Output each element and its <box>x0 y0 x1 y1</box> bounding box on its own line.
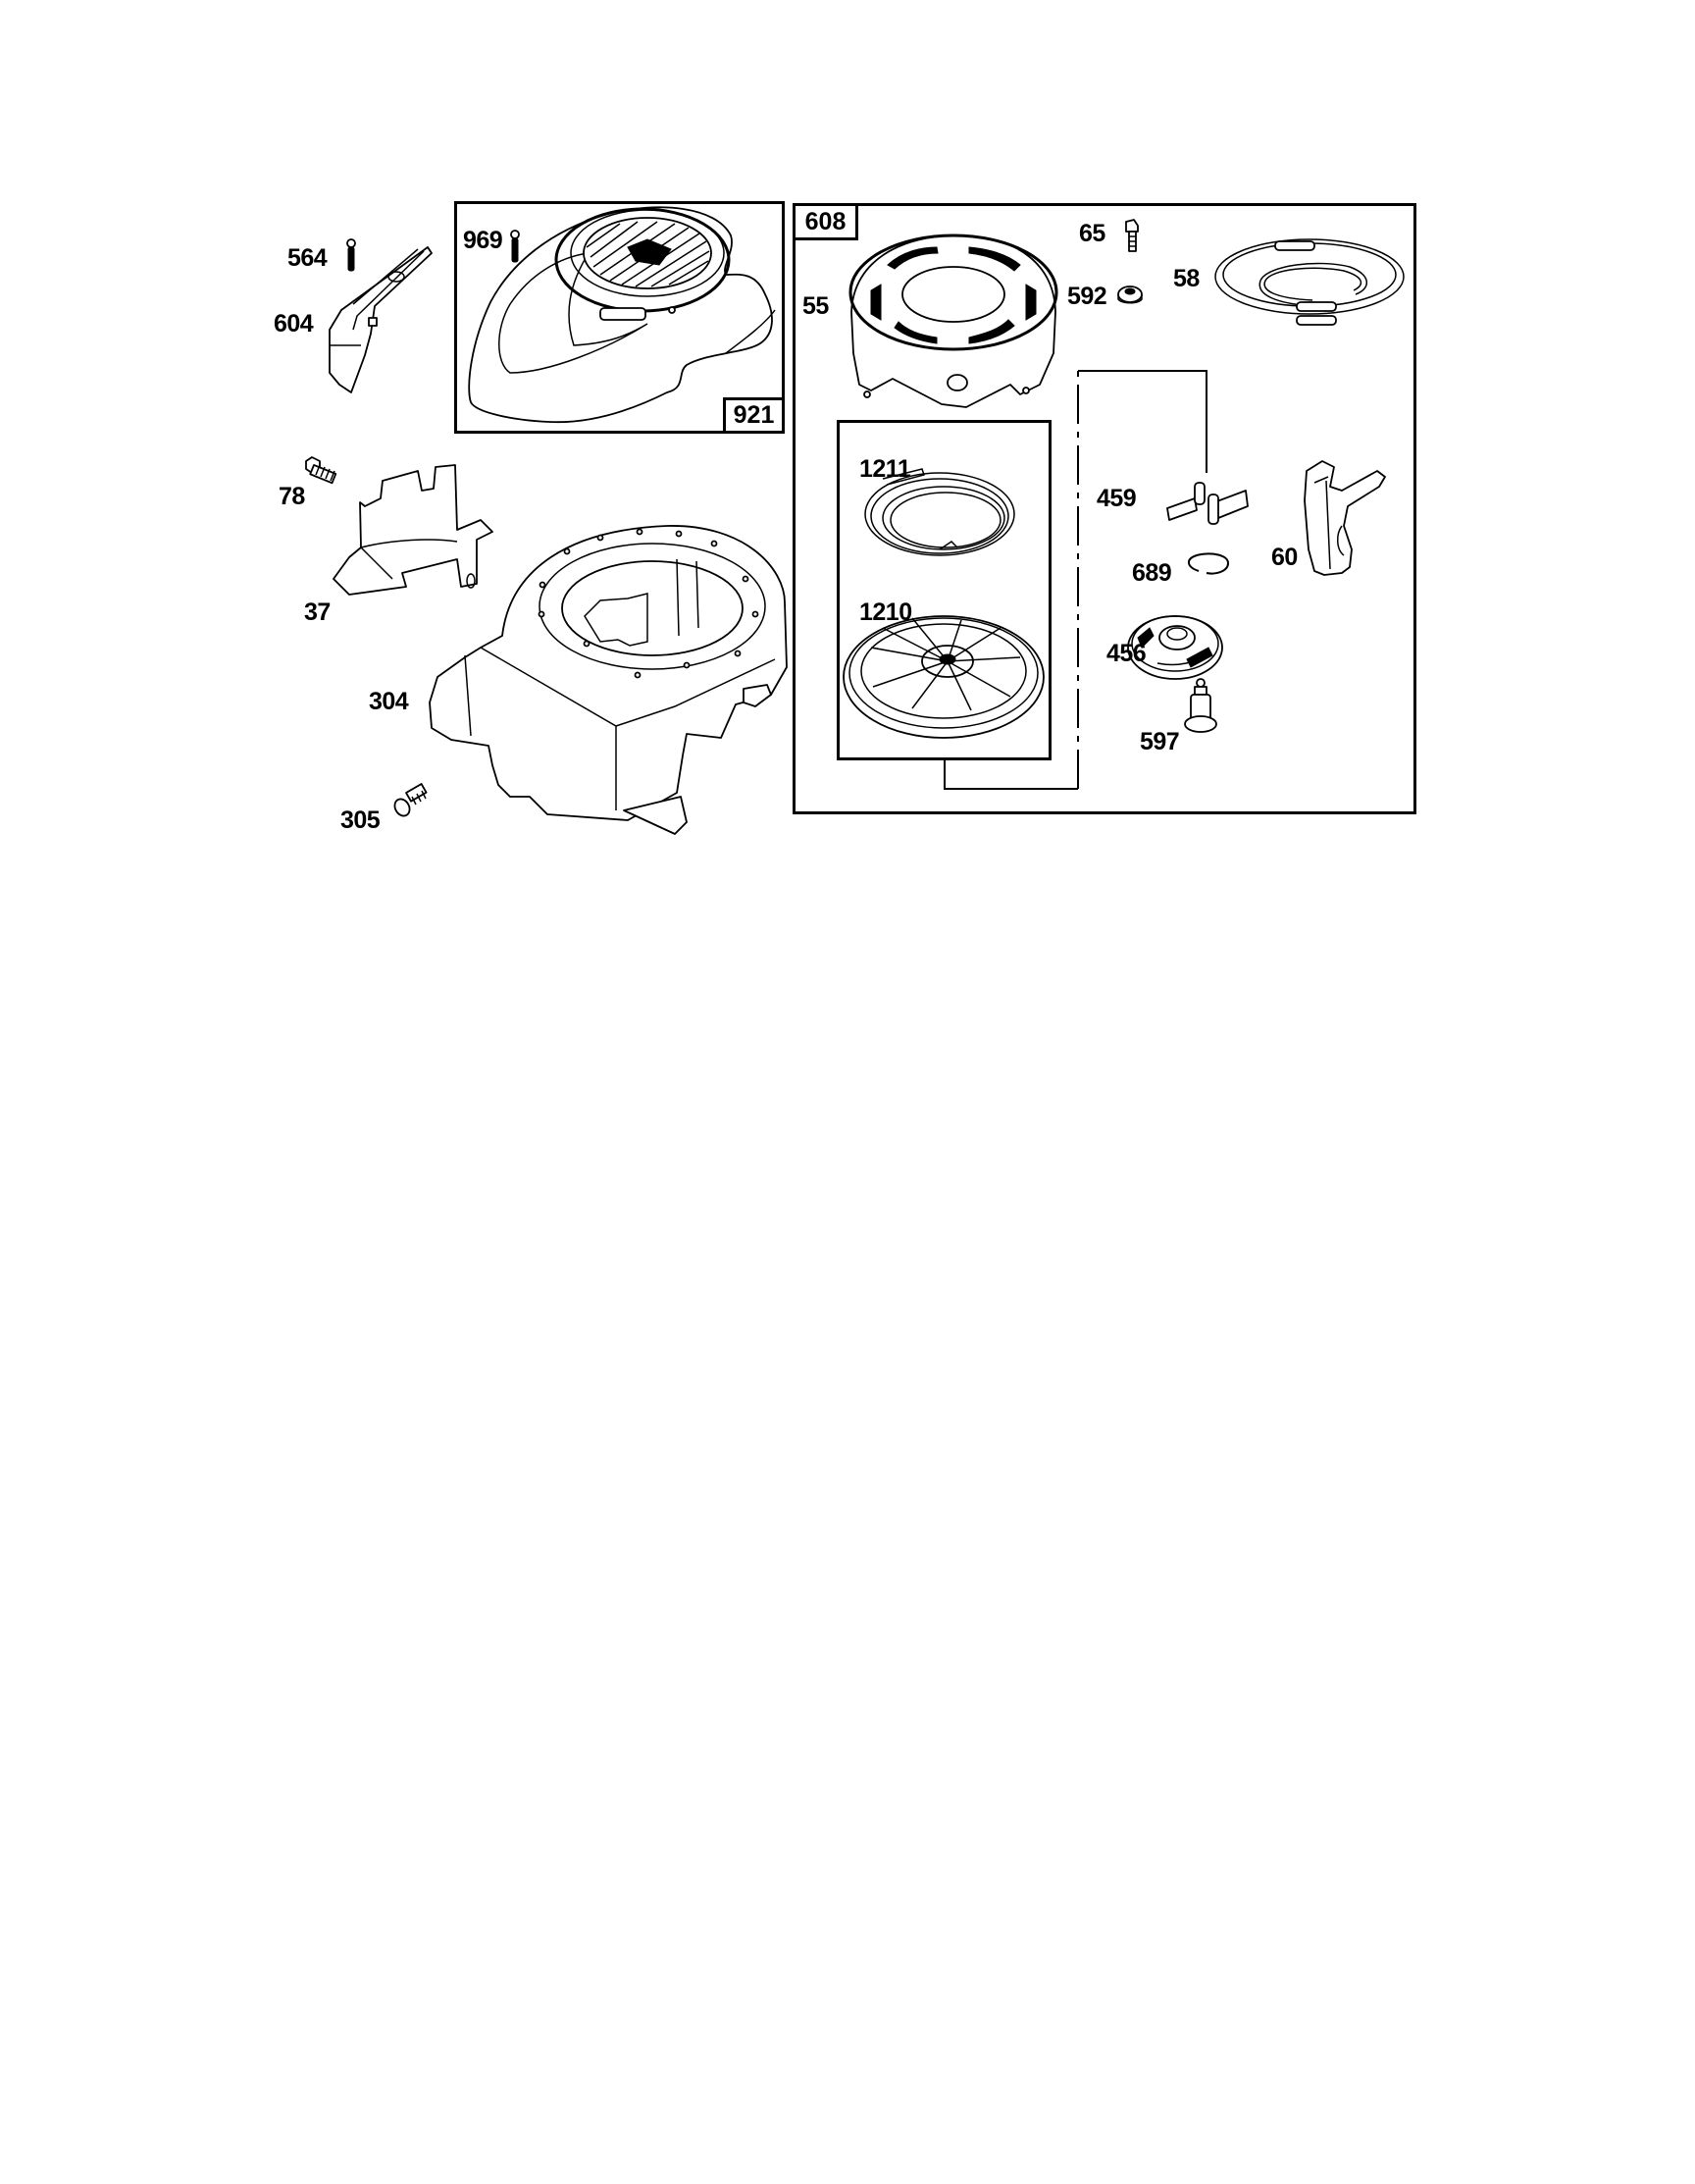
blower-cover-921-icon <box>468 206 776 424</box>
callout-1210: 1210 <box>859 598 912 626</box>
screw-564-icon <box>346 238 356 272</box>
screw-78-icon <box>305 456 337 485</box>
blower-cover-group-frame <box>454 201 785 434</box>
blower-housing-304-icon <box>429 525 788 835</box>
callout-459: 459 <box>1097 485 1137 512</box>
group-tag-921: 921 <box>723 397 785 434</box>
group-tag-608: 608 <box>793 203 858 240</box>
callout-969: 969 <box>463 227 503 254</box>
rewind-spring-1211-icon <box>864 468 1015 556</box>
callout-55: 55 <box>802 292 829 320</box>
callout-689: 689 <box>1132 559 1172 587</box>
ratchet-456-icon <box>1127 615 1223 680</box>
screw-969-icon <box>510 230 520 263</box>
pulley-1210-icon <box>843 615 1045 739</box>
retainer-ring-689-icon <box>1188 552 1230 575</box>
callout-592: 592 <box>1067 283 1107 310</box>
callout-305: 305 <box>340 806 381 834</box>
pulley-spring-subgroup-frame <box>837 420 1052 760</box>
callout-564: 564 <box>287 244 328 272</box>
starter-handle-60-icon <box>1304 460 1386 576</box>
callout-1211: 1211 <box>859 455 911 483</box>
callout-456: 456 <box>1106 640 1147 667</box>
callout-78: 78 <box>279 483 305 510</box>
rewind-starter-group-frame <box>793 203 1416 814</box>
starter-housing-55-icon <box>848 234 1058 408</box>
callout-597: 597 <box>1140 728 1180 755</box>
screw-597-icon <box>1184 678 1217 733</box>
callout-65: 65 <box>1079 220 1105 247</box>
pawl-459-icon <box>1166 482 1249 525</box>
callout-60: 60 <box>1271 544 1298 571</box>
callout-604: 604 <box>274 310 314 338</box>
screw-305-icon <box>393 783 428 817</box>
screw-65-icon <box>1125 219 1139 252</box>
deflector-604-icon <box>329 246 433 393</box>
callout-58: 58 <box>1173 265 1200 292</box>
air-guide-37-icon <box>333 464 493 596</box>
starter-rope-58-icon <box>1214 238 1405 326</box>
assembly-connector-lines <box>944 370 1207 790</box>
callout-37: 37 <box>304 598 331 626</box>
nut-592-icon <box>1117 286 1143 304</box>
callout-304: 304 <box>369 688 409 715</box>
